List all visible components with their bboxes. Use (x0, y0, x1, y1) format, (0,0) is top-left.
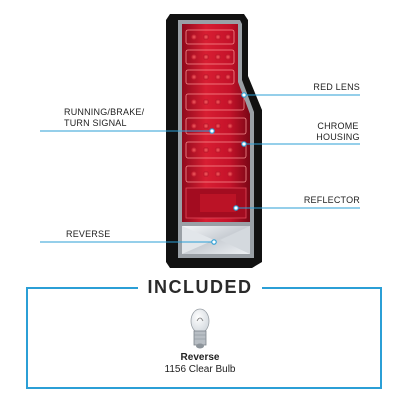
bulb-description: 1156 Clear Bulb (164, 364, 236, 375)
led-dots (191, 34, 233, 177)
bulb-icon (185, 307, 215, 351)
label-chrome-housing: CHROME HOUSING (316, 121, 360, 142)
red-lens (182, 24, 250, 222)
label-running-brake-turn: RUNNING/BRAKE/ TURN SIGNAL (64, 107, 145, 128)
label-red-lens: RED LENS (313, 82, 360, 92)
bulb-name: Reverse (180, 352, 220, 363)
label-reflector: REFLECTOR (303, 195, 360, 205)
led-rows (185, 29, 247, 183)
included-title: INCLUDED (138, 276, 262, 298)
label-reverse: REVERSE (66, 229, 111, 239)
tail-light-diagram (40, 14, 360, 268)
reverse-lens (182, 226, 250, 254)
